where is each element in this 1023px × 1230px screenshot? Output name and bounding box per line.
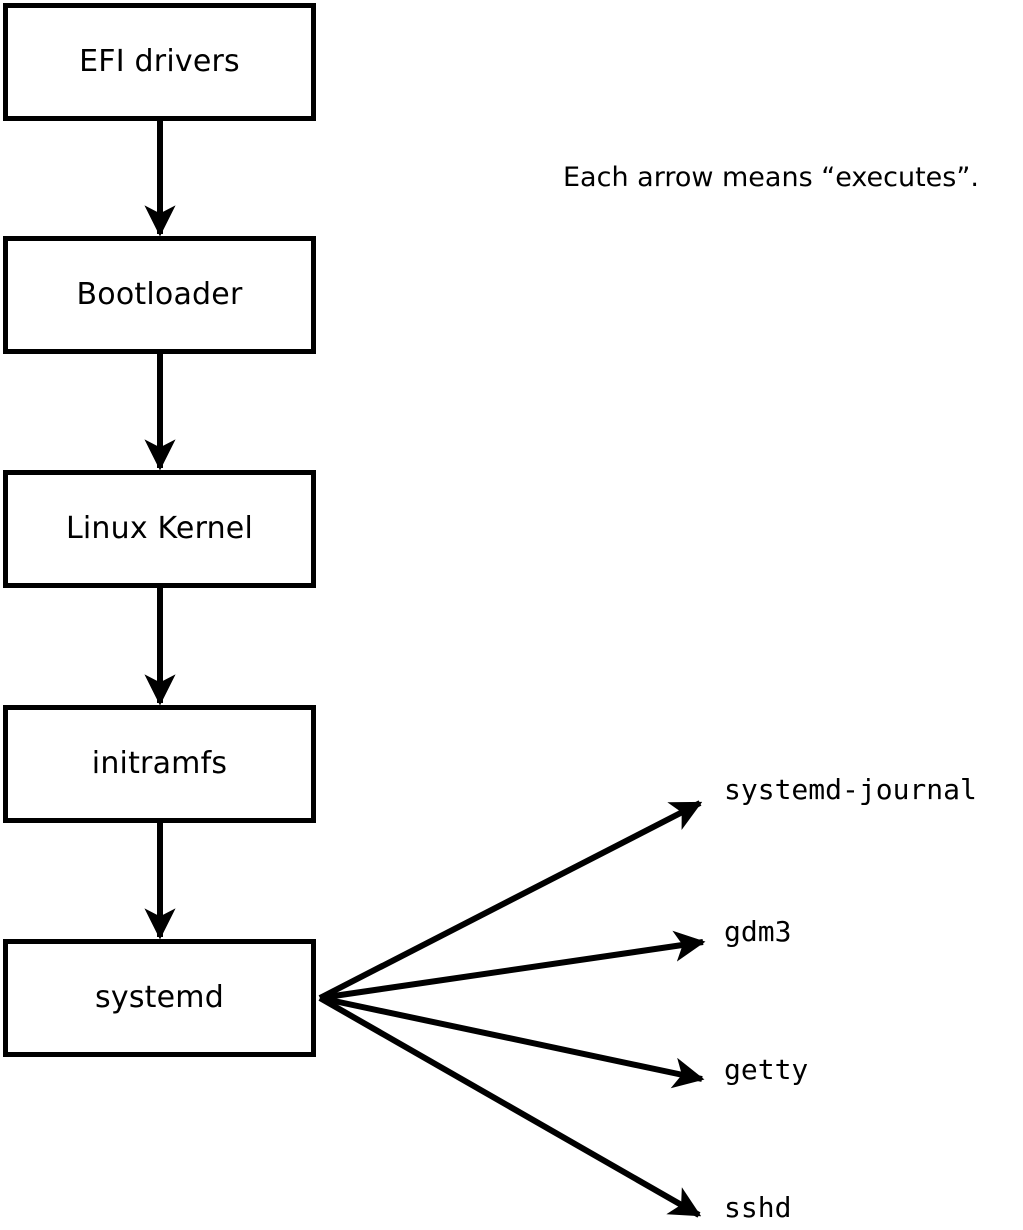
arrow-systemd-to-getty	[319, 995, 705, 1089]
process-label-getty: getty	[724, 1053, 809, 1086]
node-systemd[interactable]: systemd	[3, 939, 316, 1057]
process-label-systemd-journal: systemd-journal	[724, 773, 977, 806]
node-bootloader[interactable]: Bootloader	[3, 236, 316, 354]
process-label-sshd: sshd	[724, 1191, 792, 1224]
node-label-initramfs: initramfs	[91, 746, 228, 781]
node-linux-kernel[interactable]: Linux Kernel	[3, 470, 316, 588]
arrow-systemd-to-systemd-journal	[318, 800, 703, 1001]
node-efi-drivers[interactable]: EFI drivers	[3, 3, 316, 121]
node-initramfs[interactable]: initramfs	[3, 705, 316, 823]
process-label-gdm3: gdm3	[724, 915, 792, 948]
node-label-systemd: systemd	[95, 980, 224, 1015]
arrow-systemd-to-sshd	[318, 995, 702, 1218]
node-label-linux-kernel: Linux Kernel	[65, 511, 253, 546]
arrow-systemd-to-gdm3	[319, 930, 706, 1001]
node-label-efi-drivers: EFI drivers	[79, 44, 240, 79]
legend-note: Each arrow means “executes”.	[563, 162, 979, 193]
node-label-bootloader: Bootloader	[76, 277, 243, 312]
